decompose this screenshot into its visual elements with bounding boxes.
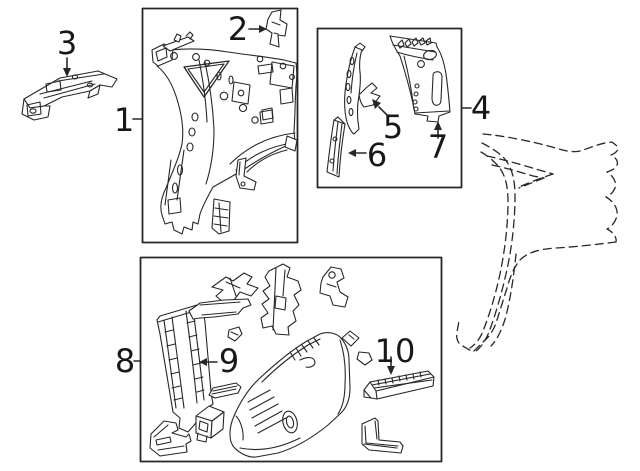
small-bracket-drawings [149,263,373,457]
callout-label-3[interactable]: 3 [56,24,78,62]
callout-label-6[interactable]: 6 [366,136,388,174]
assembly-box-1 [141,7,299,244]
callout-label-10[interactable]: 10 [374,332,416,370]
callout-label-5[interactable]: 5 [382,108,404,146]
callout-label-1[interactable]: 1 [113,101,135,139]
part-5-drawing [344,42,381,135]
callout-label-8[interactable]: 8 [114,342,136,380]
part-1-quarter-inner-drawing [151,31,298,235]
part-6-drawing [326,116,346,178]
callout-label-4[interactable]: 4 [470,89,492,127]
callout-label-2[interactable]: 2 [227,10,249,48]
quarter-trim-panel-drawing [229,332,351,458]
part-7-drawing [389,35,451,123]
callout-label-7[interactable]: 7 [427,128,449,166]
l-bracket-drawing [361,417,404,454]
part-3-drawing [21,70,118,121]
callout-arrows [63,25,472,375]
part-2-clip-drawing [265,9,288,48]
part-1-small-bracket-drawing [211,157,257,235]
callout-label-9[interactable]: 9 [218,342,240,380]
assembly-box-8 [139,256,443,463]
vehicle-quarter-outline-dashed [455,133,619,354]
part-10-drawing [363,370,435,400]
